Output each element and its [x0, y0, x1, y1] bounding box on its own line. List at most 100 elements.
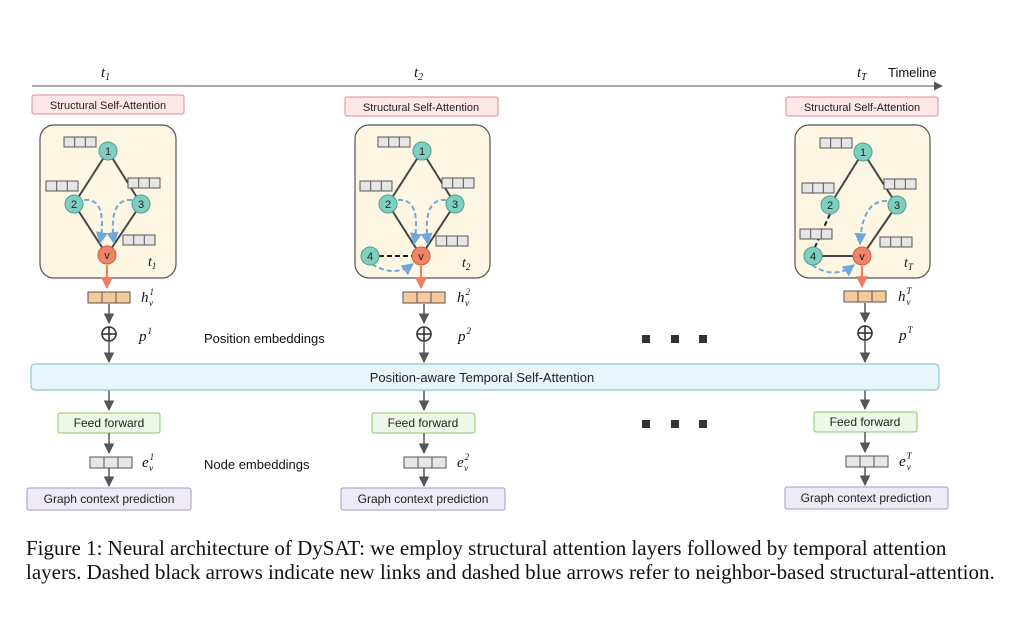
feature-vector: [45, 180, 79, 192]
timeline-label: Timeline: [888, 65, 937, 80]
attention-arrow: [854, 199, 888, 246]
snapshot-time-label: tT: [904, 256, 914, 272]
graph-edge: [387, 203, 422, 257]
graph-node-label: v: [859, 251, 865, 263]
graph-context-prediction-label: Graph context prediction: [358, 492, 489, 506]
feature-vector: [359, 180, 393, 192]
structural-embedding: [843, 290, 887, 303]
time-step-1: Structural Self-Attention 1: [26, 94, 192, 511]
graph-node-label: 2: [385, 199, 391, 211]
attention-arrow: [106, 198, 133, 245]
node-embedding: [845, 455, 889, 468]
graph-node-label: v: [418, 251, 424, 263]
graph-node-4: [803, 246, 823, 266]
structural-attention-label: Structural Self-Attention: [50, 100, 166, 112]
feature-vector: [883, 178, 917, 190]
graph-edge: [862, 151, 898, 206]
graph-context-prediction-label: Graph context prediction: [801, 491, 932, 505]
feed-forward-label: Feed forward: [74, 416, 145, 430]
graph-node-v: [97, 245, 117, 265]
graph-context-prediction-box: [26, 487, 192, 511]
time-step-T: Structural Self-Attention: [784, 96, 949, 510]
timeline-tick-2: t2: [414, 65, 423, 83]
attention-arrow: [420, 198, 447, 246]
graph-node-label: 1: [105, 146, 111, 158]
structural-attention-label: Structural Self-Attention: [804, 102, 920, 114]
time-step-2: Structural Self-Attention 1 2: [340, 96, 506, 511]
attention-arrow: [397, 198, 422, 246]
graph-node-1: [98, 141, 118, 161]
graph-node-label: v: [104, 250, 110, 262]
feature-vector: [127, 177, 161, 189]
plus-circle-icon: [857, 325, 873, 341]
timeline-tick-T: tT: [857, 65, 868, 83]
graph-context-prediction-box: [340, 487, 506, 511]
graph-node-3: [445, 194, 465, 214]
graph-node-1: [412, 141, 432, 161]
graph-edge: [106, 203, 142, 256]
feature-vector: [801, 182, 835, 194]
graph-context-prediction-label: Graph context prediction: [44, 492, 175, 506]
timeline-tick-1: t1: [101, 65, 110, 83]
graph-edge: [73, 203, 108, 256]
node-embeddings-label: Node embeddings: [204, 457, 310, 472]
feature-vector: [63, 136, 97, 148]
graph-node-label: 1: [860, 147, 866, 159]
structural-embedding: [87, 291, 131, 304]
graph-node-label: 3: [894, 200, 900, 212]
feature-vector: [377, 136, 411, 148]
graph-node-2: [820, 195, 840, 215]
position-embedding-label: pT: [898, 325, 914, 344]
graph-node-label: 1: [419, 146, 425, 158]
graph-node-2: [64, 194, 84, 214]
structural-embedding: [402, 291, 446, 304]
timeline: Timeline t1 t2 tT: [32, 65, 943, 91]
snapshot-time-label: t1: [148, 255, 156, 271]
feature-vector: [441, 177, 475, 189]
temporal-attention-bar: [30, 363, 940, 391]
graph-node-2: [378, 194, 398, 214]
position-embedding-label: p1: [138, 326, 152, 345]
graph-node-label: 2: [71, 199, 77, 211]
graph-edge: [387, 150, 423, 205]
graph-context-prediction-box: [784, 486, 949, 510]
graph-edge: [420, 203, 456, 257]
graph-node-1: [853, 142, 873, 162]
graph-node-label: 4: [810, 251, 816, 263]
graph-node-label: 2: [827, 200, 833, 212]
position-embedding-label: p2: [457, 326, 472, 345]
graph-node-3: [887, 195, 907, 215]
plus-circle-icon: [416, 326, 432, 342]
feature-vector: [122, 234, 156, 246]
graph-edge: [829, 151, 864, 206]
feed-forward-label: Feed forward: [388, 416, 459, 430]
plus-circle-icon: [101, 326, 117, 342]
graph-edge: [107, 150, 142, 205]
graph-edge: [861, 204, 898, 257]
graph-node-v: [411, 246, 431, 266]
attention-arrow: [371, 263, 414, 276]
graph-node-label: 3: [138, 199, 144, 211]
attention-arrow: [811, 264, 855, 277]
ellipsis-dots: [642, 335, 707, 343]
node-embedding: [403, 456, 447, 469]
structural-attention-label: Structural Self-Attention: [363, 102, 479, 114]
graph-node-v: [852, 246, 872, 266]
feature-vector: [879, 236, 913, 248]
structural-attention-box: [785, 96, 939, 117]
feature-vector: [819, 137, 853, 149]
graph-node-label: 4: [367, 251, 373, 263]
feature-vector: [435, 235, 469, 247]
graph-edge: [421, 150, 456, 205]
dysat-architecture-diagram: Timeline t1 t2 tT Structural Self-Attent…: [26, 65, 949, 511]
temporal-attention-label: Position-aware Temporal Self-Attention: [370, 370, 595, 385]
snapshot-time-label: t2: [462, 256, 471, 272]
feature-vector: [799, 228, 833, 240]
structural-attention-box: [31, 94, 185, 115]
structural-attention-box: [344, 96, 499, 117]
